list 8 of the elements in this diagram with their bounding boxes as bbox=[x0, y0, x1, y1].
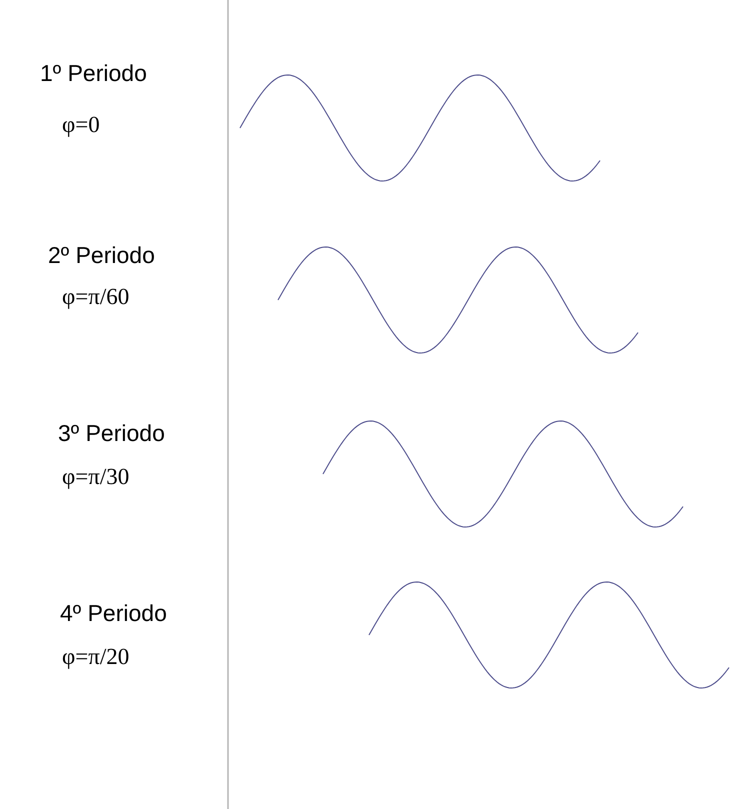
period-label: 3º Periodo bbox=[58, 420, 165, 447]
period-label: 2º Periodo bbox=[48, 242, 155, 269]
phase-label: φ=π/60 bbox=[62, 284, 130, 310]
phase-label: φ=0 bbox=[62, 112, 100, 138]
phase-label: φ=π/20 bbox=[62, 644, 130, 670]
phase-label: φ=π/30 bbox=[62, 464, 130, 490]
period-label: 4º Periodo bbox=[60, 600, 167, 627]
period-label: 1º Periodo bbox=[40, 60, 147, 87]
